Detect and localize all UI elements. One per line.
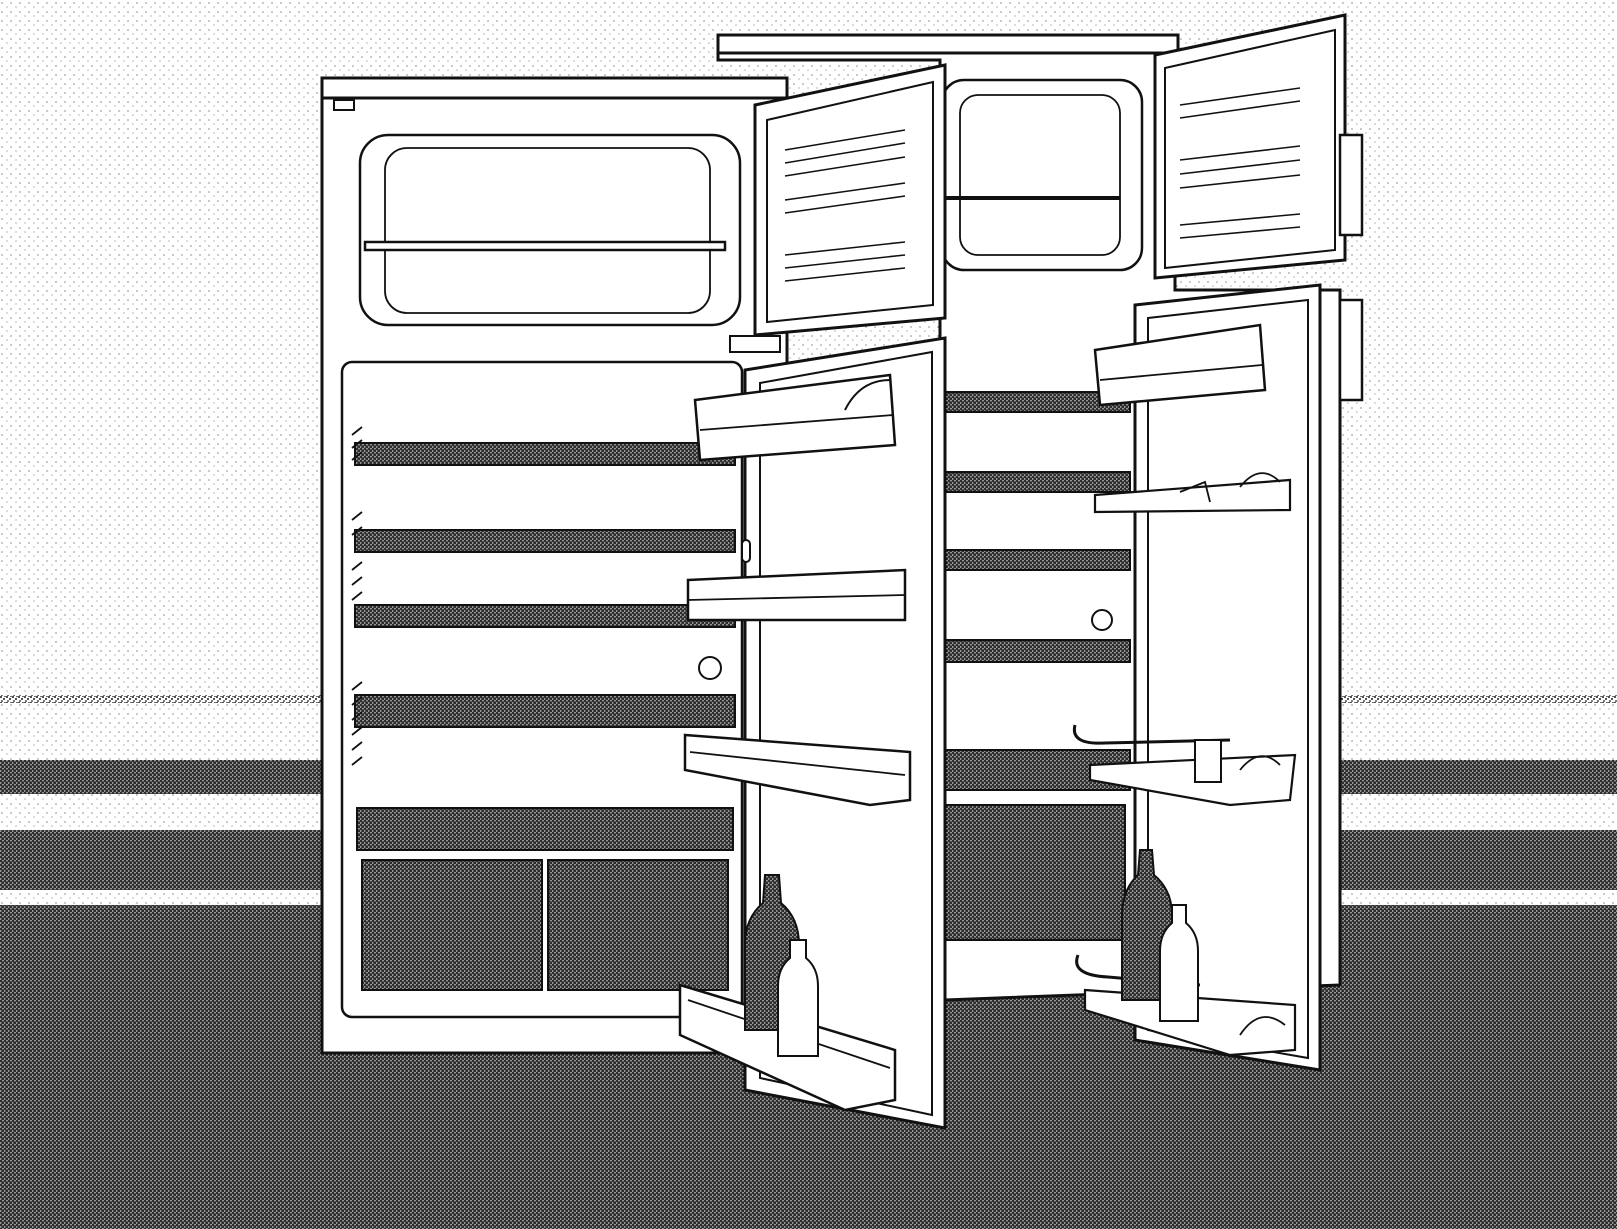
rear-hinge-lower [1338, 298, 1364, 402]
front-thermostat-knob [698, 656, 722, 680]
front-shelves [354, 442, 736, 728]
front-refrigerator [320, 63, 947, 1130]
rear-hinge-upper [1338, 133, 1364, 237]
front-crisper-drawer-left [361, 859, 543, 991]
rear-refrigerator [716, 13, 1364, 1072]
rear-fridge-door [1072, 283, 1322, 1072]
front-light-bottle [777, 939, 819, 1057]
front-door-stop [729, 335, 781, 353]
front-crisper-cover [356, 807, 734, 851]
front-fridge-compartment [340, 360, 744, 1019]
front-freezer-compartment [358, 133, 742, 327]
rear-thermostat-knob [1091, 609, 1113, 631]
front-freezer-door [753, 63, 947, 337]
rear-freezer-compartment [940, 78, 1144, 272]
front-crisper-drawer-right [547, 859, 729, 991]
rear-freezer-door [1153, 13, 1347, 280]
rear-light-bottle [1159, 904, 1199, 1022]
front-fridge-door [678, 336, 947, 1130]
